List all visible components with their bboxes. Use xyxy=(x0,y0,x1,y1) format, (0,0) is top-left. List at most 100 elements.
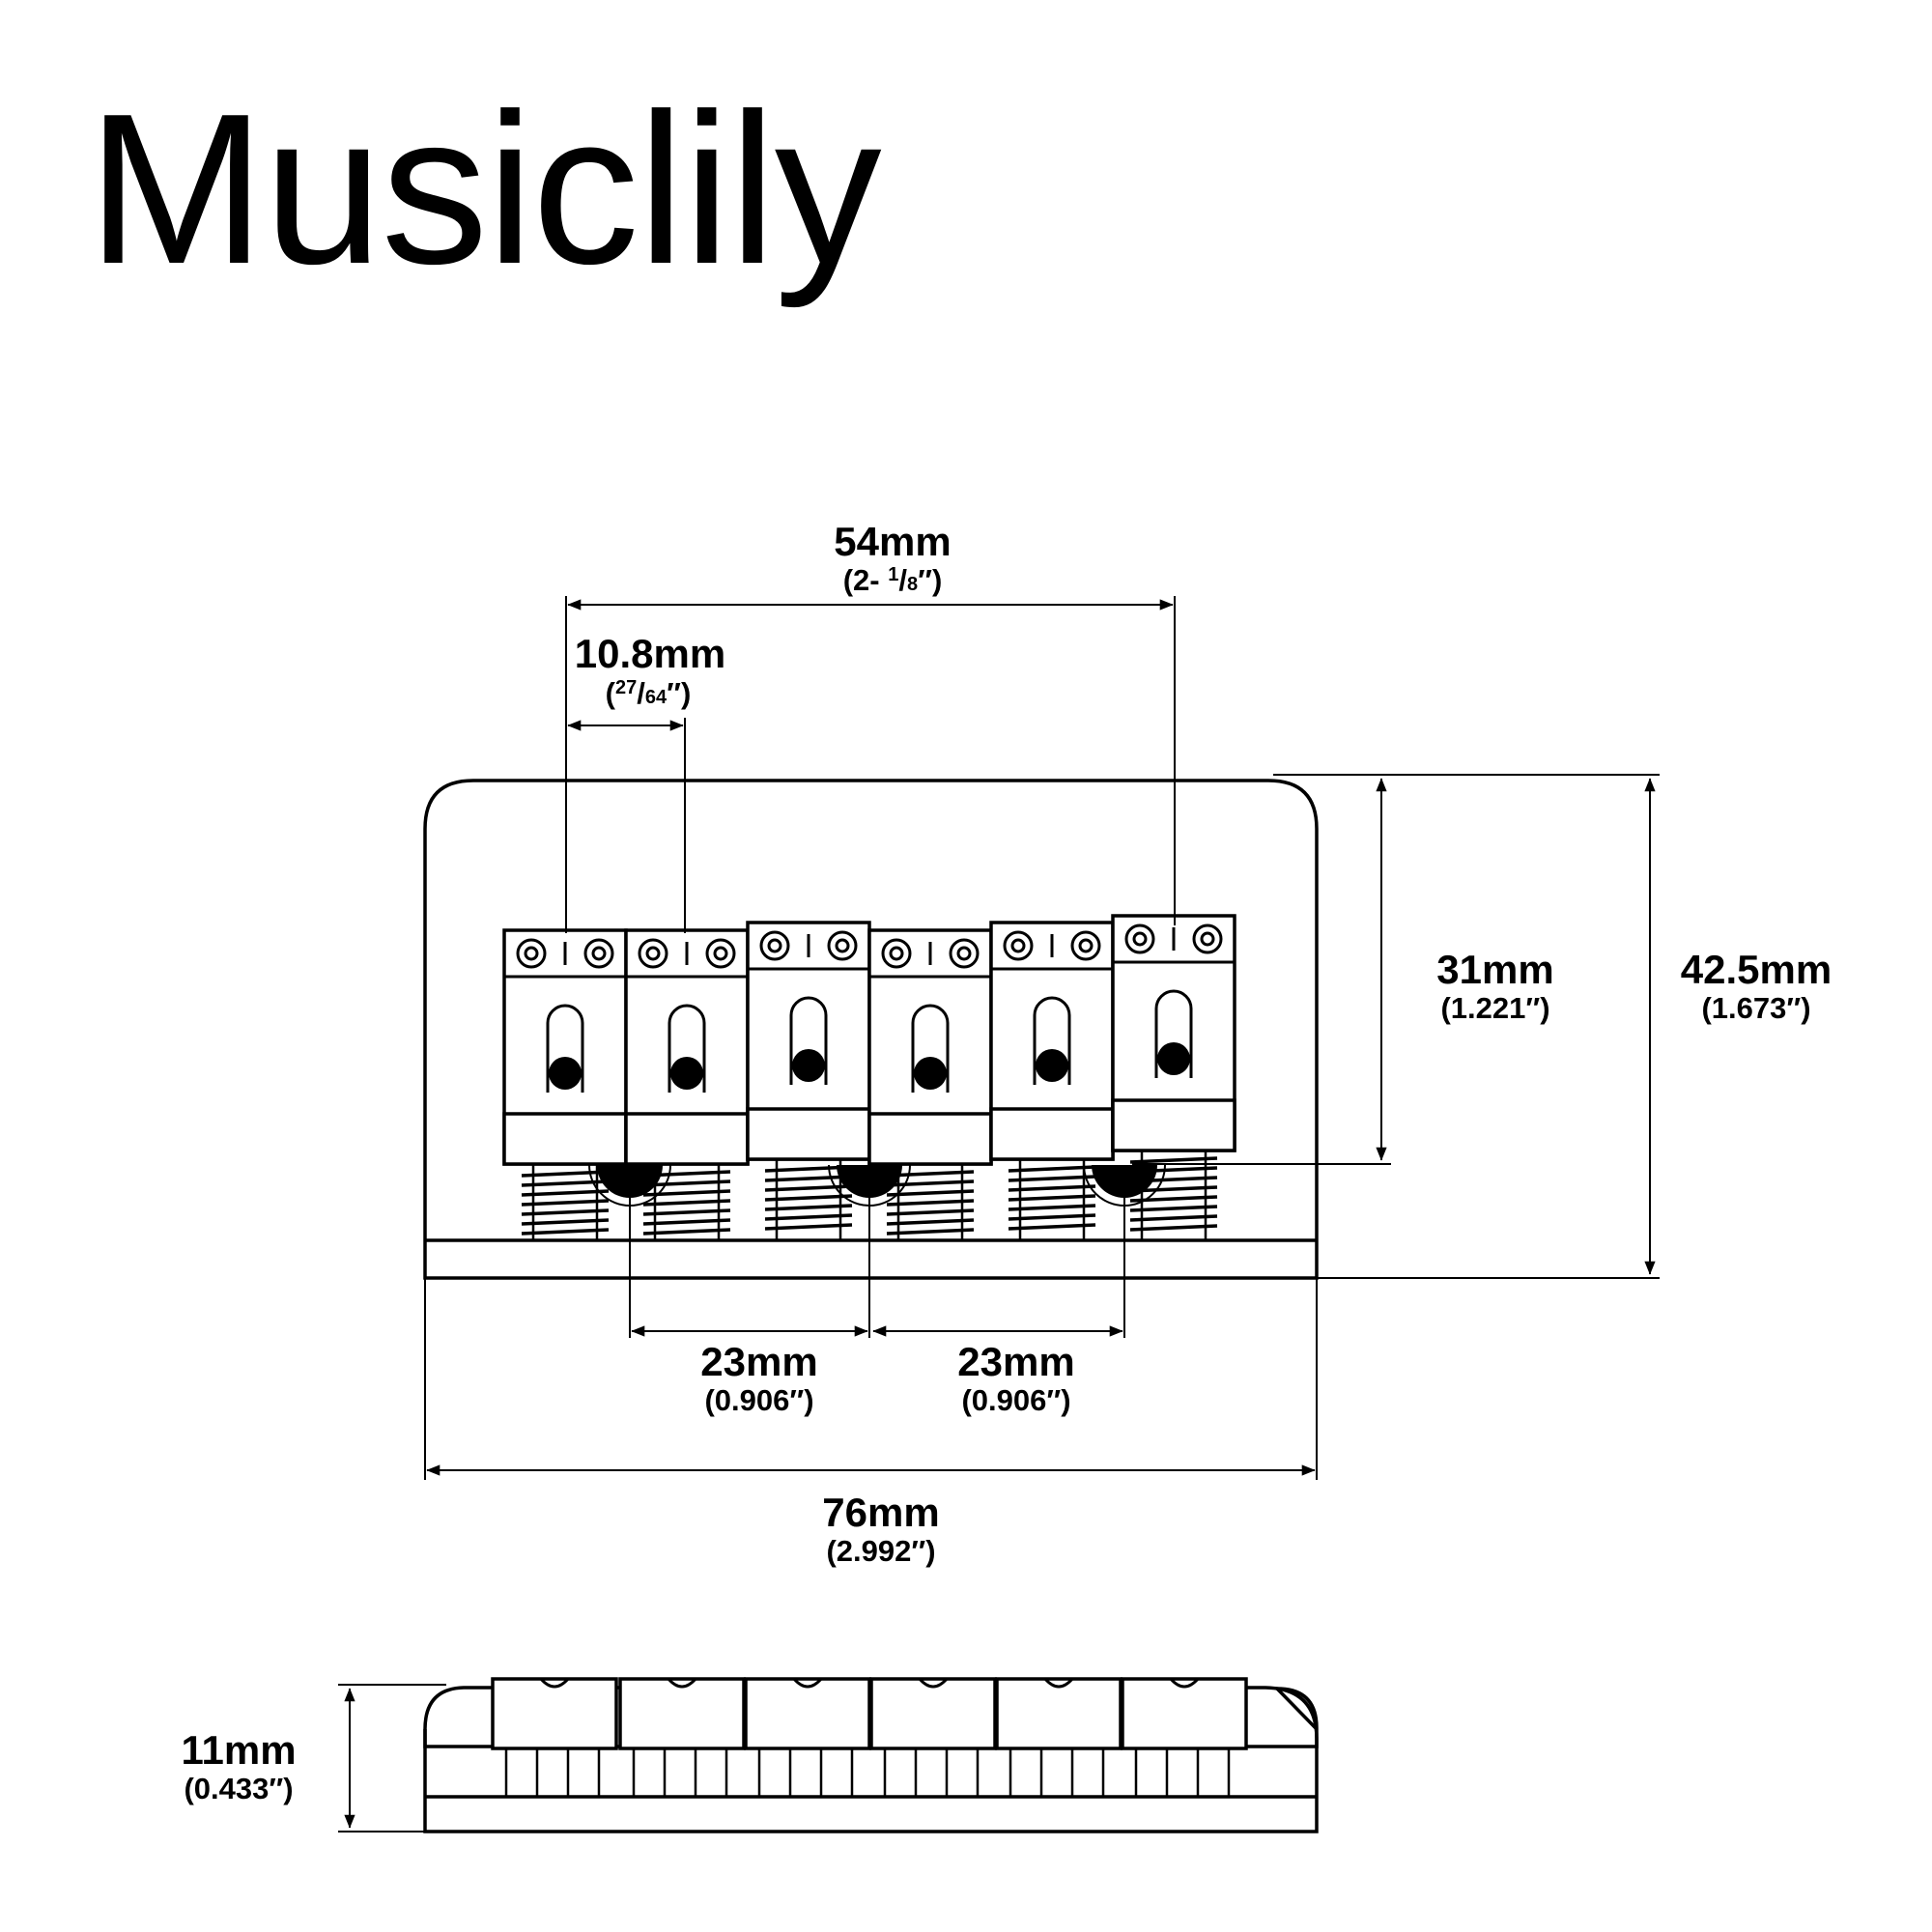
dim-54mm-label: 54mm xyxy=(834,519,951,564)
spring-coil xyxy=(642,1199,731,1207)
string-hole-icon xyxy=(549,1057,582,1090)
height-screw-center xyxy=(1200,931,1215,947)
spring-coil xyxy=(1008,1223,1096,1231)
dim-76mm-inch: (2.992″) xyxy=(826,1534,935,1568)
dim-31mm-label: 31mm xyxy=(1436,947,1553,992)
side-saddle-notch xyxy=(539,1677,570,1689)
side-saddle-body xyxy=(744,1677,871,1750)
spring-coil xyxy=(764,1204,853,1211)
saddle-spring-icon xyxy=(1008,1159,1096,1240)
base-plate-outline xyxy=(423,779,1319,1280)
spring-coil xyxy=(764,1194,853,1202)
spring-coil xyxy=(642,1218,731,1226)
spring-coil xyxy=(521,1199,610,1207)
spring-coil xyxy=(642,1179,731,1187)
side-base-outline xyxy=(423,1686,1319,1833)
dimension-11mm: 11mm (0.433″) xyxy=(181,1684,446,1833)
dim-42-5mm-inch: (1.673″) xyxy=(1701,991,1810,1025)
height-screw-center xyxy=(713,946,728,961)
dim-11mm-label: 11mm xyxy=(181,1727,296,1773)
saddle-front-block xyxy=(867,1112,993,1166)
spring-coil xyxy=(764,1175,853,1182)
side-saddle-3 xyxy=(744,1677,871,1797)
spring-coil xyxy=(1129,1214,1218,1222)
dim-23mm-right-inch: (0.906″) xyxy=(961,1383,1070,1417)
saddle-spring-icon xyxy=(764,1159,853,1240)
saddle-5 xyxy=(989,921,1115,1240)
height-screw-center xyxy=(1010,938,1026,953)
spring-coil xyxy=(521,1218,610,1226)
dimension-23mm-left: 23mm (0.906″) xyxy=(629,1165,870,1417)
side-saddle-body xyxy=(618,1677,746,1750)
side-saddle-notch xyxy=(667,1677,697,1689)
bridge-side-view xyxy=(423,1677,1319,1833)
spring-coil xyxy=(1008,1204,1096,1211)
dim-23mm-right-label: 23mm xyxy=(957,1339,1074,1384)
saddle-2 xyxy=(624,928,750,1240)
spring-coil xyxy=(886,1228,975,1236)
dimension-31mm: 31mm (1.221″) xyxy=(1132,774,1554,1165)
spring-coil xyxy=(642,1208,731,1216)
height-screw-center xyxy=(1078,938,1094,953)
saddle-1 xyxy=(502,928,628,1240)
height-screw-center xyxy=(835,938,850,953)
height-screw-center xyxy=(1132,931,1148,947)
side-saddle-2 xyxy=(618,1677,746,1797)
side-saddle-1 xyxy=(491,1677,618,1797)
spring-coil xyxy=(521,1208,610,1216)
dim-42-5mm-label: 42.5mm xyxy=(1681,947,1832,992)
saddle-front-block xyxy=(746,1107,871,1161)
spring-coil xyxy=(521,1179,610,1187)
side-saddle-6 xyxy=(1121,1677,1248,1797)
height-screw-center xyxy=(645,946,661,961)
string-hole-icon xyxy=(792,1049,825,1082)
side-saddle-body xyxy=(491,1677,618,1750)
dimension-42-5mm: 42.5mm (1.673″) xyxy=(1273,774,1832,1279)
string-hole-icon xyxy=(670,1057,703,1090)
side-saddle-notch xyxy=(1169,1677,1200,1689)
side-saddle-body xyxy=(995,1677,1122,1750)
side-saddle-group xyxy=(491,1677,1248,1797)
saddle-front-block xyxy=(502,1112,628,1166)
side-saddle-4 xyxy=(869,1677,997,1797)
saddle-6 xyxy=(1111,914,1236,1240)
spring-coil xyxy=(1008,1175,1096,1182)
dim-54mm-inch: (2- 1/8″) xyxy=(843,563,943,597)
side-saddle-notch xyxy=(918,1677,949,1689)
brand-title: Musiclily xyxy=(87,70,882,309)
spring-coil xyxy=(1129,1205,1218,1212)
spring-coil xyxy=(1129,1224,1218,1232)
height-screw-center xyxy=(956,946,972,961)
saddle-front-block xyxy=(989,1107,1115,1161)
dimension-76mm: 76mm (2.992″) xyxy=(424,1261,1318,1568)
dim-23mm-left-label: 23mm xyxy=(700,1339,817,1384)
spring-coil xyxy=(886,1208,975,1216)
spring-coil xyxy=(764,1184,853,1192)
string-hole-icon xyxy=(914,1057,947,1090)
spring-coil xyxy=(886,1170,975,1178)
string-hole-icon xyxy=(1157,1042,1190,1075)
spring-coil xyxy=(1008,1194,1096,1202)
side-saddle-notch xyxy=(1043,1677,1074,1689)
dim-31mm-inch: (1.221″) xyxy=(1440,991,1549,1025)
saddle-spring-icon xyxy=(521,1164,610,1240)
side-saddle-body xyxy=(869,1677,997,1750)
spring-coil xyxy=(764,1213,853,1221)
spring-coil xyxy=(521,1228,610,1236)
spring-coil xyxy=(1008,1213,1096,1221)
dimension-10-8mm: 10.8mm (27/64″) xyxy=(567,631,725,933)
spring-coil xyxy=(642,1189,731,1197)
spring-coil xyxy=(1008,1184,1096,1192)
saddle-3 xyxy=(746,921,871,1240)
dim-10-8mm-inch: (27/64″) xyxy=(606,676,692,710)
height-screw-center xyxy=(591,946,607,961)
side-saddle-notch xyxy=(792,1677,823,1689)
spring-coil xyxy=(886,1179,975,1187)
saddle-group xyxy=(502,914,1236,1240)
dim-76mm-label: 76mm xyxy=(822,1490,939,1535)
dim-23mm-left-inch: (0.906″) xyxy=(704,1383,813,1417)
dimension-23mm-right: 23mm (0.906″) xyxy=(872,1165,1125,1417)
spring-coil xyxy=(521,1189,610,1197)
dimension-54mm: 54mm (2- 1/8″) xyxy=(565,519,1176,933)
